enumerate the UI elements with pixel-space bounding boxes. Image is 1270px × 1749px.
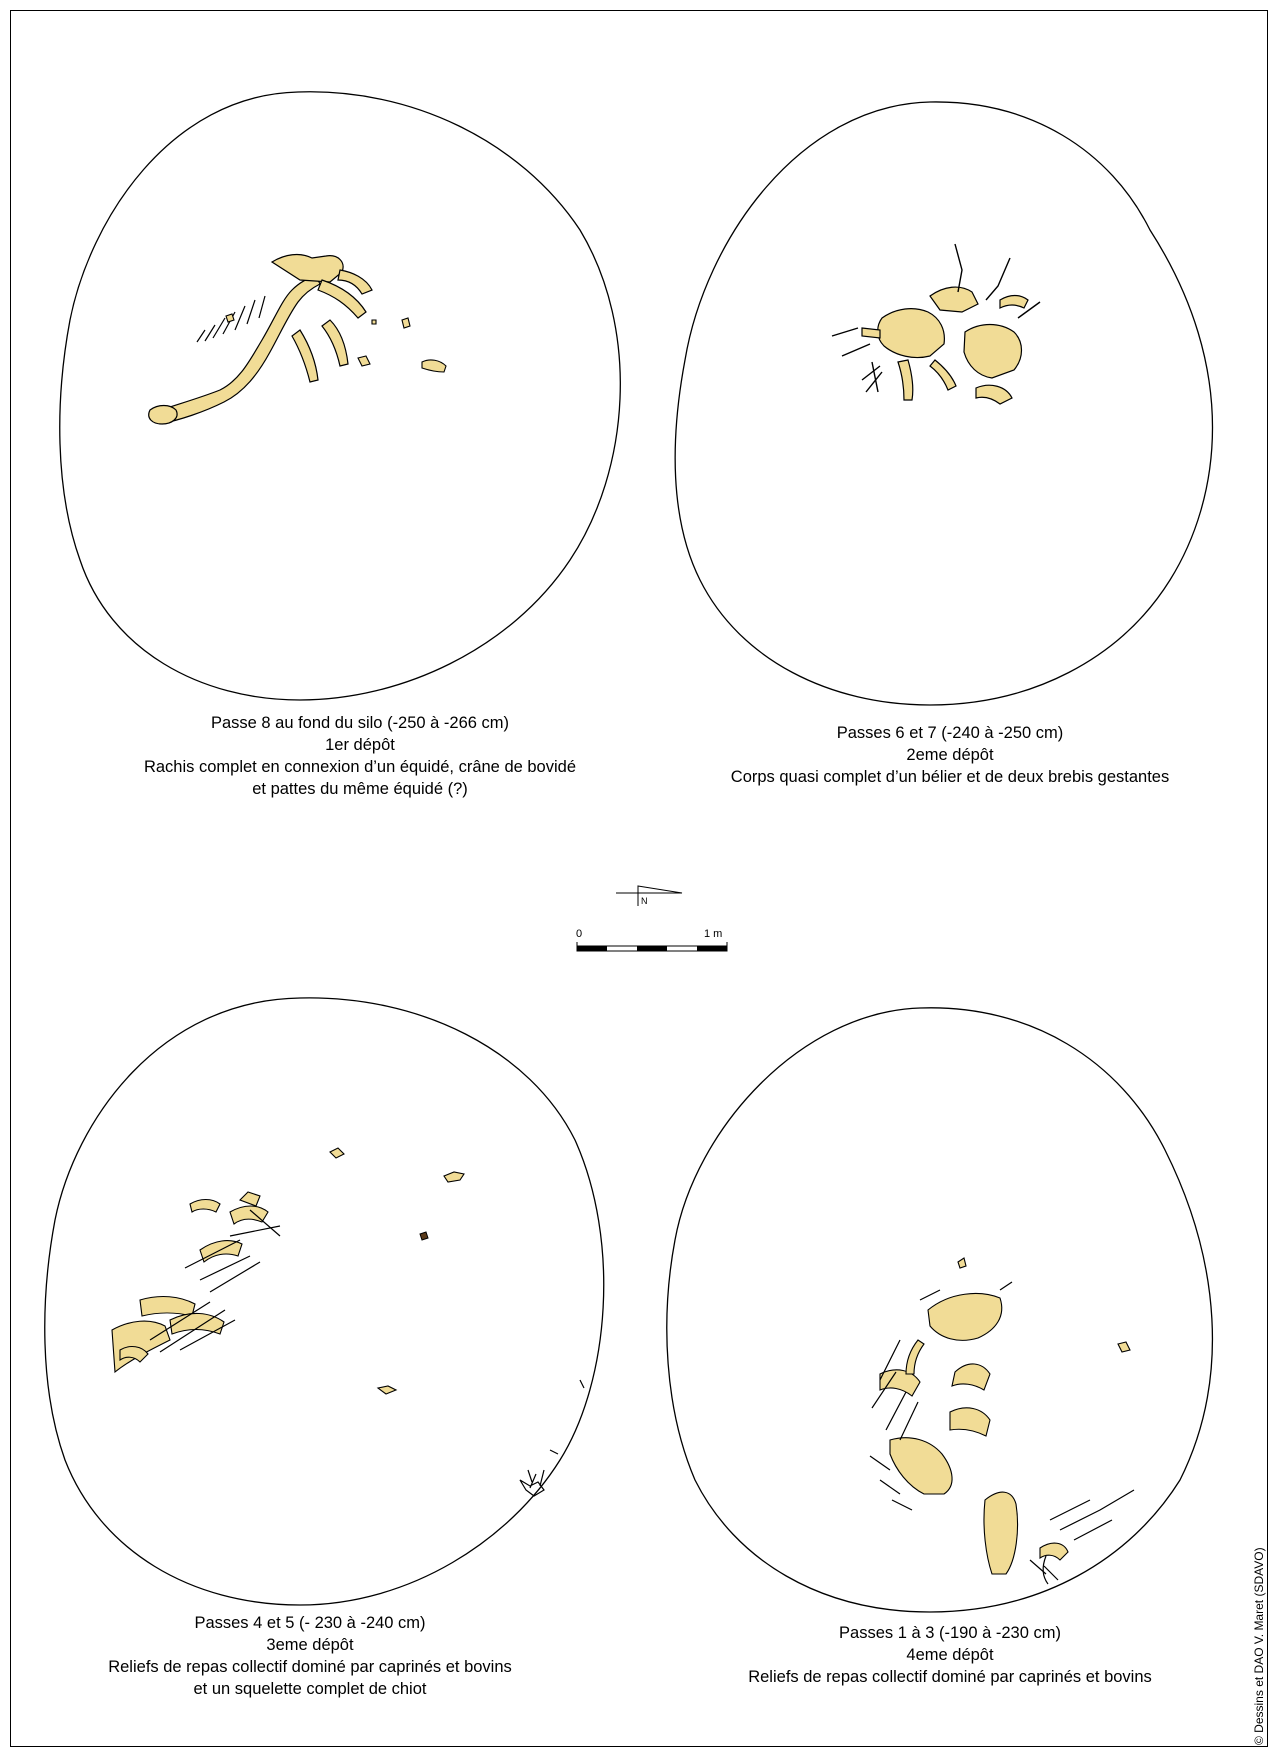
- scattered-bones: [225, 313, 447, 373]
- caption-passe-8: Passe 8 au fond du silo (-250 à -266 cm)…: [105, 712, 615, 800]
- caption-line: Passes 4 et 5 (- 230 à -240 cm): [194, 1614, 426, 1632]
- scale-bar: 0 1 m: [576, 928, 728, 958]
- north-arrow-icon: N: [616, 885, 683, 906]
- bovine-bones: [879, 1257, 1131, 1575]
- caption-line: Corps quasi complet d’un bélier et de de…: [730, 768, 1170, 786]
- drawing-credit: © Dessins et DAO V. Maret (SDAVO): [1252, 1547, 1266, 1745]
- scale-bar-graphic: [576, 942, 728, 952]
- caption-line: 2eme dépôt: [906, 746, 994, 764]
- caption-line: 3eme dépôt: [266, 1636, 354, 1654]
- scale-end-label: 1 m: [704, 928, 723, 940]
- caption-line: 1er dépôt: [325, 736, 395, 754]
- caption-line: Passes 6 et 7 (-240 à -250 cm): [836, 724, 1064, 742]
- equid-skeleton: [148, 253, 373, 425]
- caption-line: et pattes du même équidé (?): [252, 780, 468, 798]
- silo-outline-drawing: [44, 997, 605, 1606]
- figure-frame: [10, 10, 1268, 1747]
- caption-line: 4eme dépôt: [906, 1646, 994, 1664]
- silo-outline-drawing: [59, 91, 621, 701]
- meal-remains-lines: [149, 1209, 281, 1353]
- silo-outline-drawing: [674, 101, 1214, 706]
- dark-fragment: [419, 1231, 429, 1241]
- north-label: N: [641, 896, 648, 906]
- caption-line: Reliefs de repas collectif dominé par ca…: [748, 1668, 1152, 1686]
- caption-line: Passes 1 à 3 (-190 à -230 cm): [839, 1624, 1061, 1642]
- sheep-limb-lines: [831, 243, 1041, 393]
- sheep-skeletons: [861, 286, 1029, 405]
- scale-start-label: 0: [576, 928, 583, 940]
- caption-passes-1-3: Passes 1 à 3 (-190 à -230 cm) 4eme dépôt…: [700, 1622, 1200, 1688]
- scattered-remains-lines: [869, 1281, 1135, 1585]
- caption-line: Reliefs de repas collectif dominé par ca…: [108, 1658, 512, 1676]
- caption-passes-4-5: Passes 4 et 5 (- 230 à -240 cm) 3eme dép…: [60, 1612, 560, 1700]
- caption-line: Passe 8 au fond du silo (-250 à -266 cm): [210, 714, 510, 732]
- caption-line: et un squelette complet de chiot: [193, 1680, 427, 1698]
- north-arrow: N: [610, 878, 685, 913]
- puppy-skeleton: [519, 1379, 585, 1497]
- caption-line: Rachis complet en connexion d’un équidé,…: [143, 758, 577, 776]
- silo-outline-drawing: [666, 1007, 1214, 1613]
- caption-passes-6-7: Passes 6 et 7 (-240 à -250 cm) 2eme dépô…: [700, 722, 1200, 788]
